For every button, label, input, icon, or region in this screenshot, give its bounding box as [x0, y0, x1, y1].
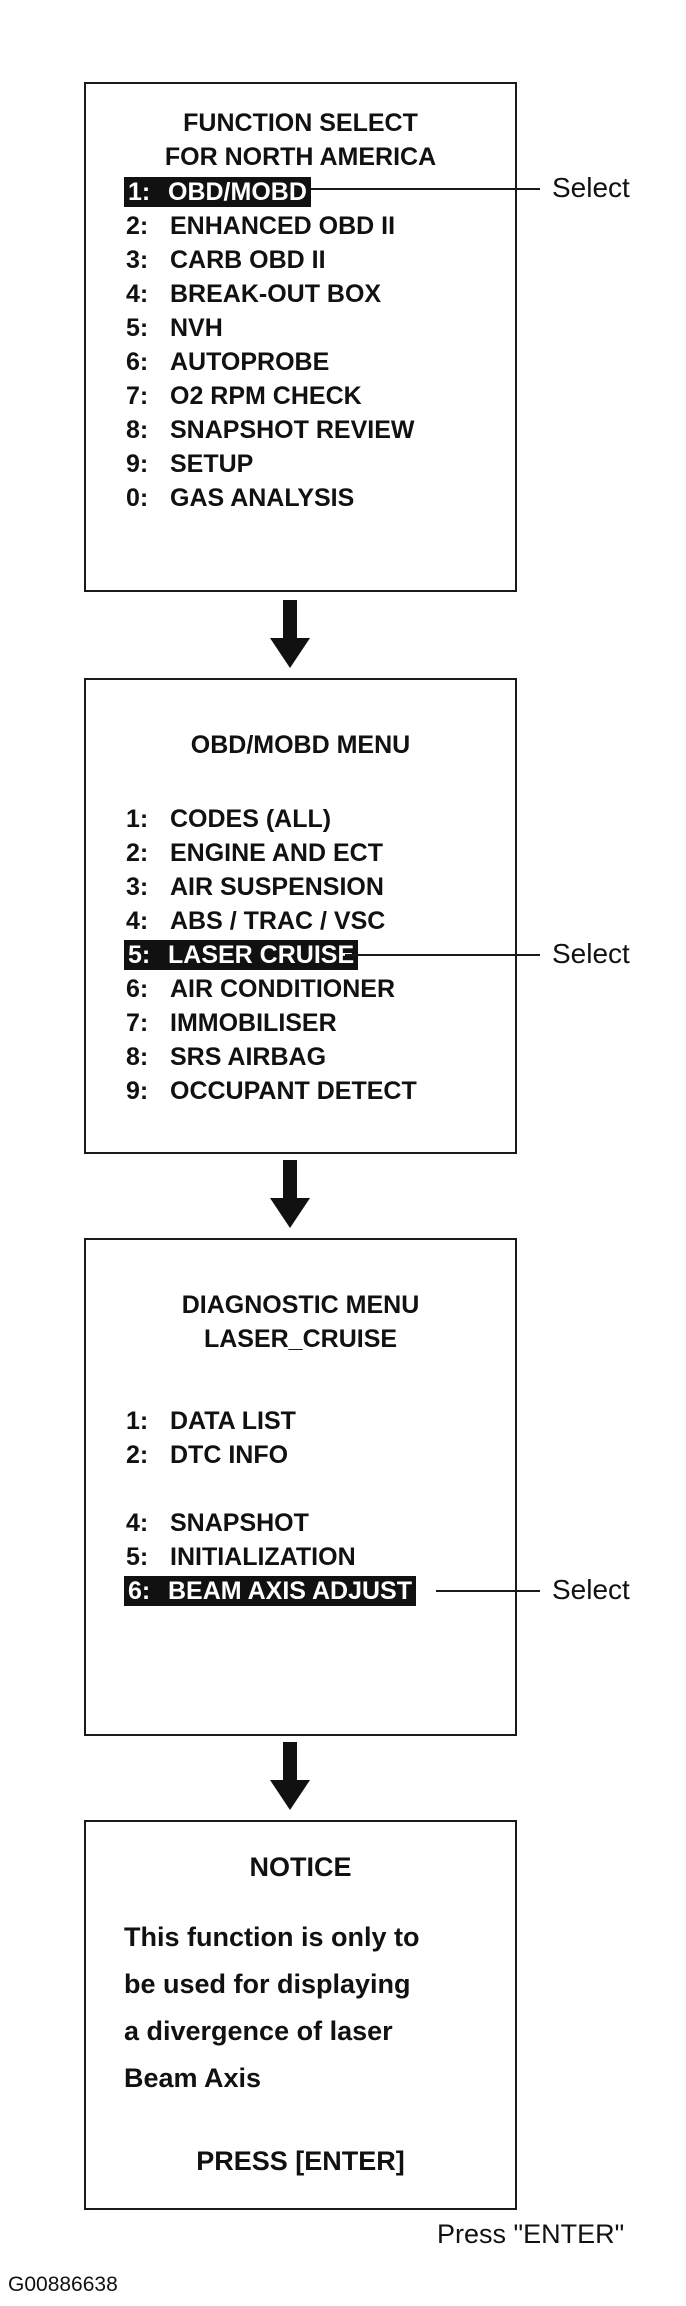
notice-line-1: This function is only to	[124, 1922, 420, 1952]
menu-item-label: CARB OBD II	[170, 246, 326, 274]
menu-item-number: 6:	[128, 1577, 151, 1605]
menu-item-number: 7:	[126, 382, 149, 410]
menu-item-label: ENHANCED OBD II	[170, 212, 396, 240]
menu-item-label: SNAPSHOT	[170, 1509, 309, 1537]
menu-item-label: NVH	[170, 314, 223, 342]
select-callout: Select	[552, 938, 630, 969]
menu-item-label: AIR SUSPENSION	[170, 873, 384, 901]
menu-item-o2-rpm-check[interactable]: 7: O2 RPM CHECK	[126, 381, 362, 411]
screen-title: OBD/MOBD MENU	[190, 731, 411, 759]
menu-item-number: 9:	[126, 1077, 149, 1105]
menu-item-autoprobe[interactable]: 6: AUTOPROBE	[126, 347, 329, 377]
menu-item-number: 3:	[126, 246, 149, 274]
screen-title-line-2: FOR NORTH AMERICA	[164, 143, 437, 171]
menu-item-occupant-detect[interactable]: 9: OCCUPANT DETECT	[126, 1076, 417, 1106]
menu-item-label: GAS ANALYSIS	[170, 484, 355, 512]
menu-item-air-suspension[interactable]: 3: AIR SUSPENSION	[126, 872, 384, 902]
menu-item-carb-obd-ii[interactable]: 3: CARB OBD II	[126, 245, 326, 275]
menu-item-number: 6:	[126, 348, 149, 376]
figure-id: G00886638	[8, 2273, 118, 2296]
select-leader-line	[345, 954, 540, 956]
select-callout: Select	[552, 172, 630, 203]
menu-item-number: 1:	[128, 178, 151, 206]
menu-item-immobiliser[interactable]: 7: IMMOBILISER	[126, 1008, 337, 1038]
notice-screen: NOTICE This function is only to be used …	[84, 1820, 517, 2210]
menu-item-label: SRS AIRBAG	[170, 1043, 327, 1071]
menu-item-enhanced-obd-ii[interactable]: 2: ENHANCED OBD II	[126, 211, 395, 241]
menu-item-label: CODES (ALL)	[170, 805, 332, 833]
menu-item-codes-all[interactable]: 1: CODES (ALL)	[126, 804, 331, 834]
menu-item-number: 2:	[126, 839, 149, 867]
menu-item-snapshot-review[interactable]: 8: SNAPSHOT REVIEW	[126, 415, 414, 445]
menu-item-number: 5:	[126, 314, 149, 342]
menu-item-number: 5:	[126, 1543, 149, 1571]
menu-item-abs-trac-vsc[interactable]: 4: ABS / TRAC / VSC	[126, 906, 385, 936]
menu-item-label: IMMOBILISER	[170, 1009, 337, 1037]
menu-item-beam-axis-adjust[interactable]: 6: BEAM AXIS ADJUST	[124, 1576, 417, 1606]
menu-item-gas-analysis[interactable]: 0: GAS ANALYSIS	[126, 483, 354, 513]
menu-item-number: 9:	[126, 450, 149, 478]
menu-item-label: AIR CONDITIONER	[170, 975, 395, 1003]
select-leader-line	[436, 1590, 540, 1592]
notice-title: NOTICE	[249, 1852, 352, 1882]
select-callout: Select	[552, 1574, 630, 1605]
down-arrow-icon	[270, 1160, 310, 1228]
down-arrow-icon	[270, 600, 310, 668]
menu-item-label: AUTOPROBE	[170, 348, 330, 376]
menu-item-nvh[interactable]: 5: NVH	[126, 313, 223, 343]
menu-item-label: OBD/MOBD	[168, 178, 307, 206]
down-arrow-icon	[270, 1742, 310, 1810]
menu-item-label: OCCUPANT DETECT	[170, 1077, 417, 1105]
notice-line-2: be used for displaying	[124, 1969, 411, 1999]
menu-item-data-list[interactable]: 1: DATA LIST	[126, 1406, 296, 1436]
menu-item-number: 1:	[126, 805, 149, 833]
menu-item-label: BEAM AXIS ADJUST	[168, 1577, 413, 1605]
screen-title-line-2: LASER_CRUISE	[203, 1325, 398, 1353]
press-enter-instruction: Press "ENTER"	[437, 2219, 625, 2249]
menu-item-label: ENGINE AND ECT	[170, 839, 383, 867]
select-leader-line	[310, 188, 540, 190]
menu-item-number: 2:	[126, 1441, 149, 1469]
menu-item-engine-and-ect[interactable]: 2: ENGINE AND ECT	[126, 838, 383, 868]
notice-line-3: a divergence of laser	[124, 2016, 393, 2046]
menu-item-laser-cruise[interactable]: 5: LASER CRUISE	[124, 940, 359, 970]
menu-item-number: 3:	[126, 873, 149, 901]
menu-item-number: 0:	[126, 484, 149, 512]
menu-item-number: 8:	[126, 1043, 149, 1071]
menu-item-number: 1:	[126, 1407, 149, 1435]
menu-item-number: 2:	[126, 212, 149, 240]
menu-item-label: SETUP	[170, 450, 254, 478]
menu-item-label: BREAK-OUT BOX	[170, 280, 382, 308]
menu-item-label: SNAPSHOT REVIEW	[170, 416, 415, 444]
menu-item-number: 8:	[126, 416, 149, 444]
menu-item-number: 7:	[126, 1009, 149, 1037]
menu-item-label: ABS / TRAC / VSC	[170, 907, 386, 935]
menu-item-number: 4:	[126, 280, 149, 308]
menu-item-label: DTC INFO	[170, 1441, 289, 1469]
menu-item-air-conditioner[interactable]: 6: AIR CONDITIONER	[126, 974, 395, 1004]
menu-item-number: 5:	[128, 941, 151, 969]
menu-item-label: DATA LIST	[170, 1407, 296, 1435]
menu-item-srs-airbag[interactable]: 8: SRS AIRBAG	[126, 1042, 326, 1072]
notice-line-4: Beam Axis	[124, 2063, 262, 2093]
diagnostic-menu-screen: DIAGNOSTIC MENU LASER_CRUISE 1: DATA LIST…	[84, 1238, 517, 1736]
menu-item-initialization[interactable]: 5: INITIALIZATION	[126, 1542, 356, 1572]
obd-mobd-menu-screen: OBD/MOBD MENU 1: CODES (ALL) 2: ENGINE AND…	[84, 678, 517, 1154]
function-select-screen: FUNCTION SELECT FOR NORTH AMERICA 1: OBD/…	[84, 82, 517, 592]
menu-item-label: LASER CRUISE	[168, 941, 355, 969]
menu-item-label: INITIALIZATION	[170, 1543, 356, 1571]
screen-title-line-1: DIAGNOSTIC MENU	[181, 1291, 420, 1319]
menu-item-number: 4:	[126, 907, 149, 935]
menu-item-obd-mobd[interactable]: 1: OBD/MOBD	[124, 177, 311, 207]
menu-item-snapshot[interactable]: 4: SNAPSHOT	[126, 1508, 309, 1538]
menu-item-break-out-box[interactable]: 4: BREAK-OUT BOX	[126, 279, 381, 309]
press-enter-prompt[interactable]: PRESS [ENTER]	[196, 2146, 405, 2176]
menu-item-number: 6:	[126, 975, 149, 1003]
menu-item-label: O2 RPM CHECK	[170, 382, 362, 410]
menu-item-setup[interactable]: 9: SETUP	[126, 449, 253, 479]
screen-title-line-1: FUNCTION SELECT	[183, 109, 418, 137]
menu-item-number: 4:	[126, 1509, 149, 1537]
menu-item-dtc-info[interactable]: 2: DTC INFO	[126, 1440, 288, 1470]
